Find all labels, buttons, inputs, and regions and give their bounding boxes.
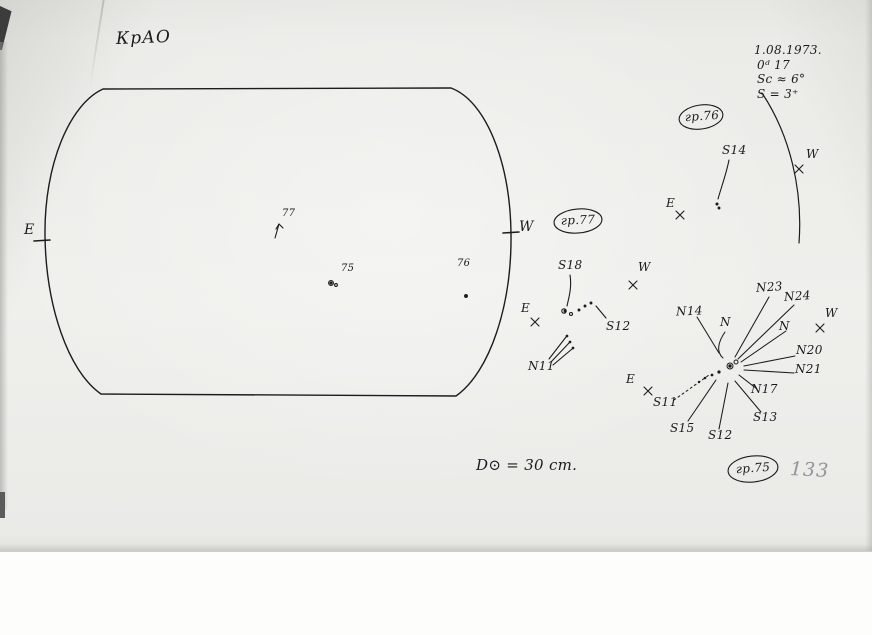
group75-label-n14: N14 <box>675 303 703 319</box>
disk-spot-76-label: 76 <box>457 258 471 269</box>
direction-x-marks <box>530 164 825 396</box>
group75-label-s15: S15 <box>670 421 695 435</box>
group75-label-n20: N20 <box>796 343 823 357</box>
s-index-value: S = 3⁺ <box>757 87 799 101</box>
paper-right-edge-shadow <box>865 0 872 551</box>
paper-sheet <box>0 0 872 552</box>
group75-west-label: W <box>825 306 838 320</box>
group75-label-n17: N17 <box>751 382 778 396</box>
seeing-value: Sc ≈ 6° <box>757 72 806 86</box>
group76-east-label: E <box>666 196 676 210</box>
solar-disk-outline <box>44 87 512 397</box>
group77-east-label: E <box>521 301 531 315</box>
disk-spot-77-label: 77 <box>282 208 296 219</box>
group76-title: гр.76 <box>684 107 720 125</box>
disk-west-label: W <box>519 219 534 235</box>
group75-label-s13: S13 <box>753 410 778 424</box>
group77-title: гр.77 <box>560 212 596 228</box>
group75-label-n23: N23 <box>755 279 784 295</box>
observation-time: 0ᵈ 17 <box>757 58 791 72</box>
group75-spot-sketch <box>697 359 739 384</box>
disk-east-label: E <box>24 222 35 238</box>
group75-label-s11: S11 <box>653 395 678 409</box>
group77-west-label: W <box>638 260 651 274</box>
group75-connector-lines <box>673 296 796 430</box>
disk-spot-marks <box>274 223 468 298</box>
paper-edge-speck <box>0 492 5 518</box>
observation-date: 1.08.1973. <box>754 43 822 57</box>
group77-label-n11: N11 <box>528 359 555 373</box>
disk-spot-75-label: 75 <box>341 263 355 274</box>
observatory-title: КрАО <box>115 27 172 49</box>
group-title-ellipses <box>553 104 779 483</box>
group75-title: гр.75 <box>735 459 771 477</box>
group76-sketch <box>715 92 801 244</box>
disk-east-west-ticks <box>33 231 520 242</box>
group75-east-label: E <box>626 372 636 386</box>
group77-sketch <box>548 274 607 366</box>
group77-label-s12: S12 <box>606 319 631 333</box>
page-number-pencil: 133 <box>789 457 830 483</box>
group75-label-n-left: N <box>720 315 731 329</box>
group77-label-s18: S18 <box>558 258 583 272</box>
aperture-note: D⊙ = 30 cm. <box>476 456 578 474</box>
group75-label-n24: N24 <box>783 288 812 304</box>
group75-label-s12: S12 <box>708 428 733 442</box>
paper-corner-shadow <box>0 6 12 50</box>
group75-label-n-right: N <box>779 319 790 333</box>
group76-label-s14: S14 <box>722 143 747 157</box>
group75-label-n21: N21 <box>795 362 822 376</box>
group76-west-label: W <box>806 147 819 161</box>
sun-limb-arc <box>761 92 801 244</box>
paper-left-edge-shadow <box>0 42 8 510</box>
